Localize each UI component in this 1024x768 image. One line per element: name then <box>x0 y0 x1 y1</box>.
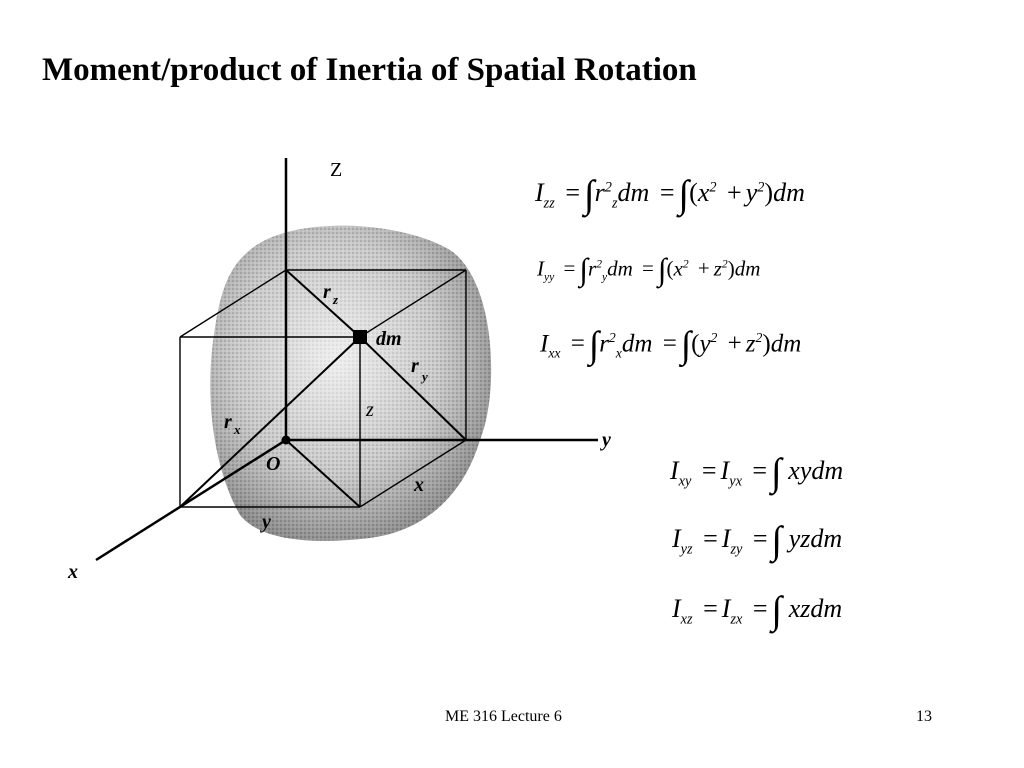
slide-footer: ME 316 Lecture 6 <box>445 708 562 725</box>
rx-label: r <box>224 411 232 433</box>
equation-iyz: Iyz =Izy =∫ yzdm <box>672 519 843 562</box>
origin-label: O <box>266 453 280 475</box>
page-number: 13 <box>916 708 932 725</box>
y-coord-label: y <box>260 511 271 533</box>
dm-label: dm <box>376 328 402 350</box>
rz-label: r <box>323 281 331 303</box>
ry-sub-label: y <box>420 369 428 384</box>
slide-title: Moment/product of Inertia of Spatial Rot… <box>42 52 697 88</box>
x-coord-label: x <box>413 474 424 496</box>
axis-label-y: y <box>600 429 611 451</box>
equation-izz: Izz =∫r2zdm =∫(x2 +y2)dm <box>535 173 805 216</box>
ry-label: r <box>411 355 419 377</box>
axis-label-z: Z <box>330 159 342 181</box>
dm-element <box>353 330 367 344</box>
axis-label-x: x <box>67 561 78 583</box>
origin-point <box>281 435 291 445</box>
rx-sub-label: x <box>233 422 241 437</box>
rz-sub-label: z <box>332 292 339 307</box>
equation-ixz: Ixz =Izx =∫ xzdm <box>672 589 843 632</box>
equation-ixx: Ixx =∫r2xdm =∫(y2 +z2)dm <box>540 325 802 366</box>
x-axis <box>95 438 287 562</box>
z-coord-label: z <box>365 399 374 421</box>
equation-ixy: Ixy =Iyx =∫ xydm <box>670 451 844 494</box>
equation-iyy: Iyy =∫r2ydm =∫(x2 +z2)dm <box>537 252 761 287</box>
